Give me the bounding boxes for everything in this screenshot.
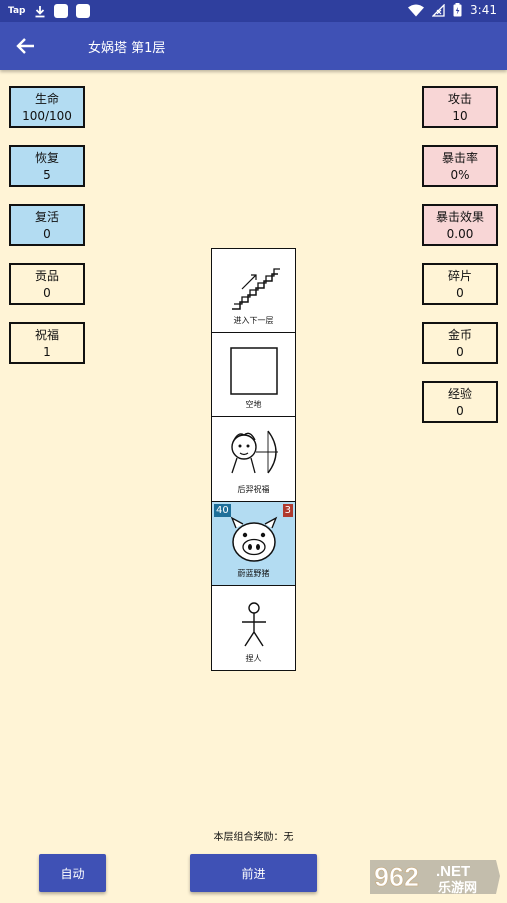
stat-recovery: 恢复 5 [9, 145, 85, 187]
tile-label: 空地 [245, 400, 262, 409]
status-bar: Tap 3:41 [0, 0, 507, 22]
stat-label: 祝福 [34, 328, 59, 342]
stat-revive: 复活 0 [9, 204, 85, 246]
download-icon [35, 5, 44, 17]
stat-label: 攻击 [447, 92, 472, 106]
empty-tile-icon [230, 346, 278, 395]
stat-value: 0 [456, 404, 464, 418]
boar-icon [230, 516, 278, 562]
stat-label: 暴击效果 [435, 210, 484, 224]
tower-cell-figure[interactable]: 捏人 [211, 586, 296, 671]
stat-label: 经验 [447, 387, 472, 401]
stat-label: 金币 [447, 328, 472, 342]
forward-button[interactable]: 前进 [190, 854, 317, 892]
tower-cell-boar[interactable]: 40 3 蔚蓝野猪 [211, 501, 296, 586]
stat-hp: 生命 100/100 [9, 86, 85, 128]
tile-label: 捏人 [245, 653, 262, 663]
watermark-number: 962 [374, 862, 419, 892]
stairs-icon [232, 268, 280, 310]
stat-value: 100/100 [22, 109, 72, 123]
stat-value: 0.00 [446, 227, 474, 241]
stat-value: 0 [43, 227, 51, 241]
stat-value: 1 [43, 345, 51, 359]
tile-label: 蔚蓝野猪 [237, 569, 270, 578]
tower-cell-empty[interactable]: 空地 [211, 332, 296, 417]
watermark-suffix: .NET [436, 863, 470, 880]
stat-value: 10 [452, 109, 468, 123]
stat-label: 碎片 [447, 269, 472, 283]
stat-label: 贡品 [34, 269, 59, 283]
floor-combo-bonus: 本层组合奖励：无 [213, 832, 294, 843]
archer-icon [231, 430, 278, 474]
tower-cell-next-floor[interactable]: 进入下一层 [211, 248, 296, 333]
enemy-attack-badge: 3 [282, 503, 293, 517]
watermark-logo-icon: 962 .NET 乐游网 [370, 860, 500, 896]
stat-value: 0 [456, 345, 464, 359]
notification-icon [75, 4, 90, 18]
signal-off-icon [432, 3, 445, 17]
notification-icon [53, 4, 68, 18]
wifi-icon [408, 4, 425, 16]
stat-label: 生命 [34, 92, 59, 106]
stat-tribute: 贡品 0 [9, 263, 85, 305]
stat-attack: 攻击 10 [422, 86, 498, 128]
watermark: 962 .NET 乐游网 [366, 856, 502, 898]
tile-label: 进入下一层 [233, 315, 274, 325]
tower-cell-archer-blessing[interactable]: 后羿祝福 [211, 417, 296, 502]
stat-label: 复活 [34, 210, 59, 224]
tile-label: 后羿祝福 [237, 484, 270, 494]
stick-figure-icon [242, 602, 266, 647]
stat-value: 0 [456, 286, 464, 300]
watermark-site: 乐游网 [438, 880, 477, 896]
page-title: 女娲塔 第1层 [88, 41, 166, 56]
enemy-hp-badge: 40 [214, 503, 231, 517]
status-right: 3:41 [408, 3, 497, 17]
stat-value: 0 [43, 286, 51, 300]
stat-value: 0% [450, 168, 470, 182]
clock: 3:41 [470, 3, 497, 17]
stat-blessing: 祝福 1 [9, 322, 85, 364]
stat-crit-rate: 暴击率 0% [422, 145, 498, 187]
tower-column: 进入下一层 空地 后羿祝福 40 3 [211, 248, 296, 671]
battery-icon [453, 3, 462, 17]
stat-gold: 金币 0 [422, 322, 498, 364]
status-left: Tap [8, 4, 90, 18]
tap-app-label: Tap [8, 6, 26, 16]
stat-label: 暴击率 [441, 151, 478, 165]
stat-fragments: 碎片 0 [422, 263, 498, 305]
stat-value: 5 [43, 168, 51, 182]
stat-label: 恢复 [34, 151, 59, 165]
stat-crit-effect: 暴击效果 0.00 [422, 204, 498, 246]
stat-exp: 经验 0 [422, 381, 498, 423]
back-arrow-icon[interactable] [14, 34, 38, 58]
app-bar: 女娲塔 第1层 [0, 22, 507, 70]
auto-button[interactable]: 自动 [39, 854, 106, 892]
